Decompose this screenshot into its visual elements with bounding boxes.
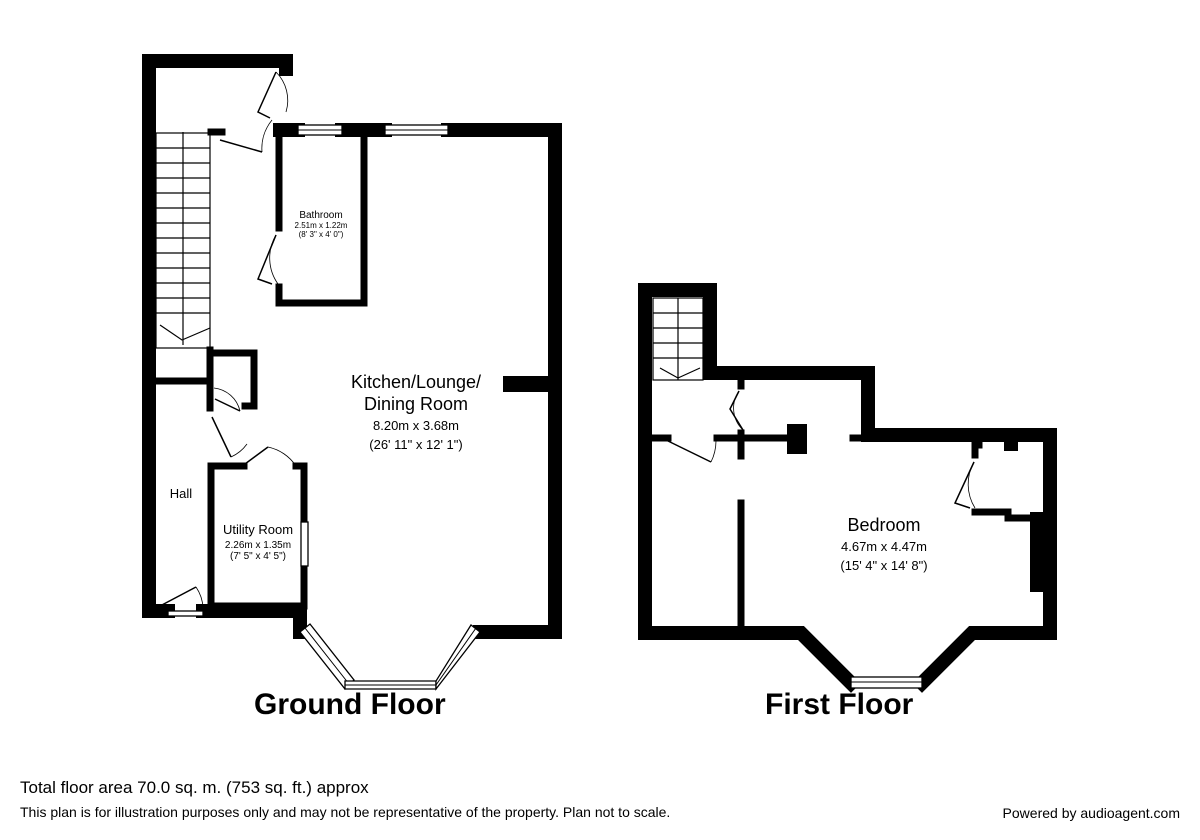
chimney-breast	[503, 376, 555, 392]
kitchen-name-line1: Kitchen/Lounge/	[351, 372, 481, 392]
utility-room-name: Utility Room	[223, 522, 293, 537]
kitchen-window-north-2	[384, 124, 449, 136]
ground-floor-outer-wall-south	[196, 604, 307, 639]
wardrobe-partition-upper	[971, 441, 983, 459]
wardrobe-partition	[971, 508, 1034, 522]
bedroom-dimensions-metric: 4.67m x 4.47m	[841, 539, 927, 554]
powered-by-credit: Powered by audioagent.com	[1002, 805, 1180, 821]
first-floor-outer-wall-bay-west	[638, 626, 861, 693]
bathroom-dimensions-metric: 2.51m x 1.22m	[295, 221, 348, 230]
bathroom-walls	[257, 131, 368, 307]
first-floor-plan: Bedroom 4.67m x 4.47m (15' 4" x 14' 8")	[638, 283, 1057, 693]
wardrobe-block	[1030, 512, 1044, 592]
wardrobe-post	[1004, 440, 1018, 451]
first-floor-outer-wall	[638, 283, 1057, 693]
kitchen-name-line2: Dining Room	[364, 394, 468, 414]
kitchen-lobby-door	[219, 119, 273, 153]
entrance-lobby-door	[207, 65, 290, 136]
kitchen-dimensions-metric: 8.20m x 3.68m	[373, 418, 459, 433]
wardrobe-door	[953, 461, 976, 509]
first-floor-chimney	[787, 424, 807, 454]
hall-name: Hall	[170, 486, 193, 501]
landing-door	[667, 440, 717, 463]
bedroom-name: Bedroom	[847, 515, 920, 535]
front-door	[159, 586, 204, 617]
bedroom-dimensions-imperial: (15' 4" x 14' 8")	[840, 558, 927, 573]
understairs-cupboard	[209, 349, 258, 412]
utility-room-walls	[207, 446, 309, 610]
landing-cupboard-door	[729, 390, 744, 431]
first-floor-window	[850, 676, 923, 689]
bathroom-dimensions-imperial: (8' 3" x 4' 0")	[299, 230, 344, 239]
ground-floor-staircase	[155, 132, 211, 349]
total-floor-area: Total floor area 70.0 sq. m. (753 sq. ft…	[20, 778, 369, 797]
first-floor-label: First Floor	[765, 688, 914, 721]
utility-dimensions-imperial: (7' 5" x 4' 5")	[230, 551, 286, 562]
bathroom-name: Bathroom	[299, 210, 342, 221]
ground-floor-outer-wall	[142, 54, 293, 618]
utility-dimensions-metric: 2.26m x 1.35m	[225, 540, 291, 551]
first-floor-staircase	[652, 297, 704, 381]
ground-floor-label: Ground Floor	[254, 688, 446, 721]
hall-kitchen-door	[211, 416, 248, 458]
ground-floor-bay-window	[299, 623, 481, 691]
plan-disclaimer: This plan is for illustration purposes o…	[20, 804, 671, 820]
kitchen-dimensions-imperial: (26' 11" x 12' 1")	[369, 437, 462, 452]
kitchen-window-north-1	[297, 124, 343, 136]
ground-floor-plan: Kitchen/Lounge/ Dining Room 8.20m x 3.68…	[142, 54, 562, 691]
